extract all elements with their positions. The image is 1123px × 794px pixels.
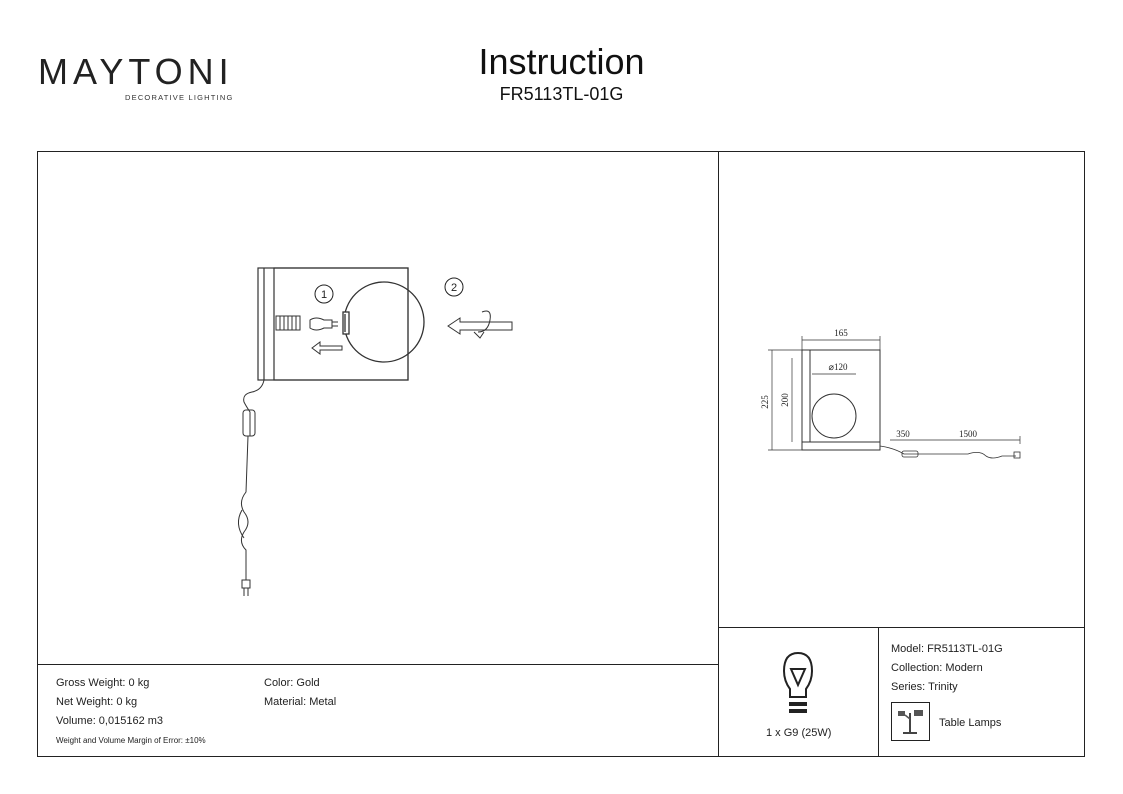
product-series: Series: Trinity xyxy=(891,681,958,693)
divider-right-horizontal xyxy=(718,627,1084,628)
assembly-drawing: 1 2 xyxy=(238,267,513,596)
dim-height-outer: 225 xyxy=(760,395,770,409)
step-1-marker: 1 xyxy=(314,284,334,304)
bulb-label: 1 x G9 (25W) xyxy=(766,727,832,739)
divider-bottom-right xyxy=(878,627,879,756)
dimension-lines xyxy=(768,336,1021,451)
margin-note: Weight and Volume Margin of Error: ±10% xyxy=(56,736,206,745)
volume: Volume: 0,015162 m3 xyxy=(56,715,164,727)
gross-weight: Gross Weight: 0 kg xyxy=(56,677,150,689)
g9-bulb-part xyxy=(309,317,338,331)
socket-part xyxy=(275,315,301,331)
lamp-outline xyxy=(801,349,881,451)
divider-left-horizontal xyxy=(38,664,718,665)
glass-globe xyxy=(342,281,425,363)
category-icon-box xyxy=(891,702,930,741)
dim-diameter: ⌀120 xyxy=(829,362,848,372)
power-cord xyxy=(238,379,265,596)
dim-width: 165 xyxy=(834,328,848,338)
step-2-label: 2 xyxy=(451,282,457,294)
net-weight: Net Weight: 0 kg xyxy=(56,696,138,708)
page-title: Instruction xyxy=(478,41,645,82)
divider-main-vertical xyxy=(718,152,719,756)
step-1-label: 1 xyxy=(321,289,327,301)
spec-sheet: 1 2 xyxy=(37,151,1085,757)
brand-logo: MAYTONI DECORATIVE LIGHTING xyxy=(38,52,238,104)
rotate-arrow-icon xyxy=(447,310,513,339)
bulb-icon xyxy=(782,651,814,713)
dim-cord-long: 1500 xyxy=(959,429,978,439)
material-spec: Material: Metal xyxy=(264,696,337,708)
step-2-marker: 2 xyxy=(444,277,464,297)
cord-outline xyxy=(879,445,1021,459)
dim-height-inner: 200 xyxy=(780,393,790,407)
brand-tagline: DECORATIVE LIGHTING xyxy=(125,93,234,102)
brand-name: MAYTONI xyxy=(38,51,234,92)
page-subtitle-model: FR5113TL-01G xyxy=(499,84,624,104)
product-model: Model: FR5113TL-01G xyxy=(891,643,1003,655)
dimension-drawing: 165 ⌀120 225 200 350 1500 xyxy=(760,328,1021,459)
lamp-frame xyxy=(257,267,409,381)
insert-arrow xyxy=(311,341,343,355)
product-collection: Collection: Modern xyxy=(891,662,983,674)
product-category: Table Lamps xyxy=(939,717,1002,729)
color-spec: Color: Gold xyxy=(264,677,320,689)
table-lamp-icon xyxy=(898,710,923,734)
dim-cord-short: 350 xyxy=(896,429,910,439)
